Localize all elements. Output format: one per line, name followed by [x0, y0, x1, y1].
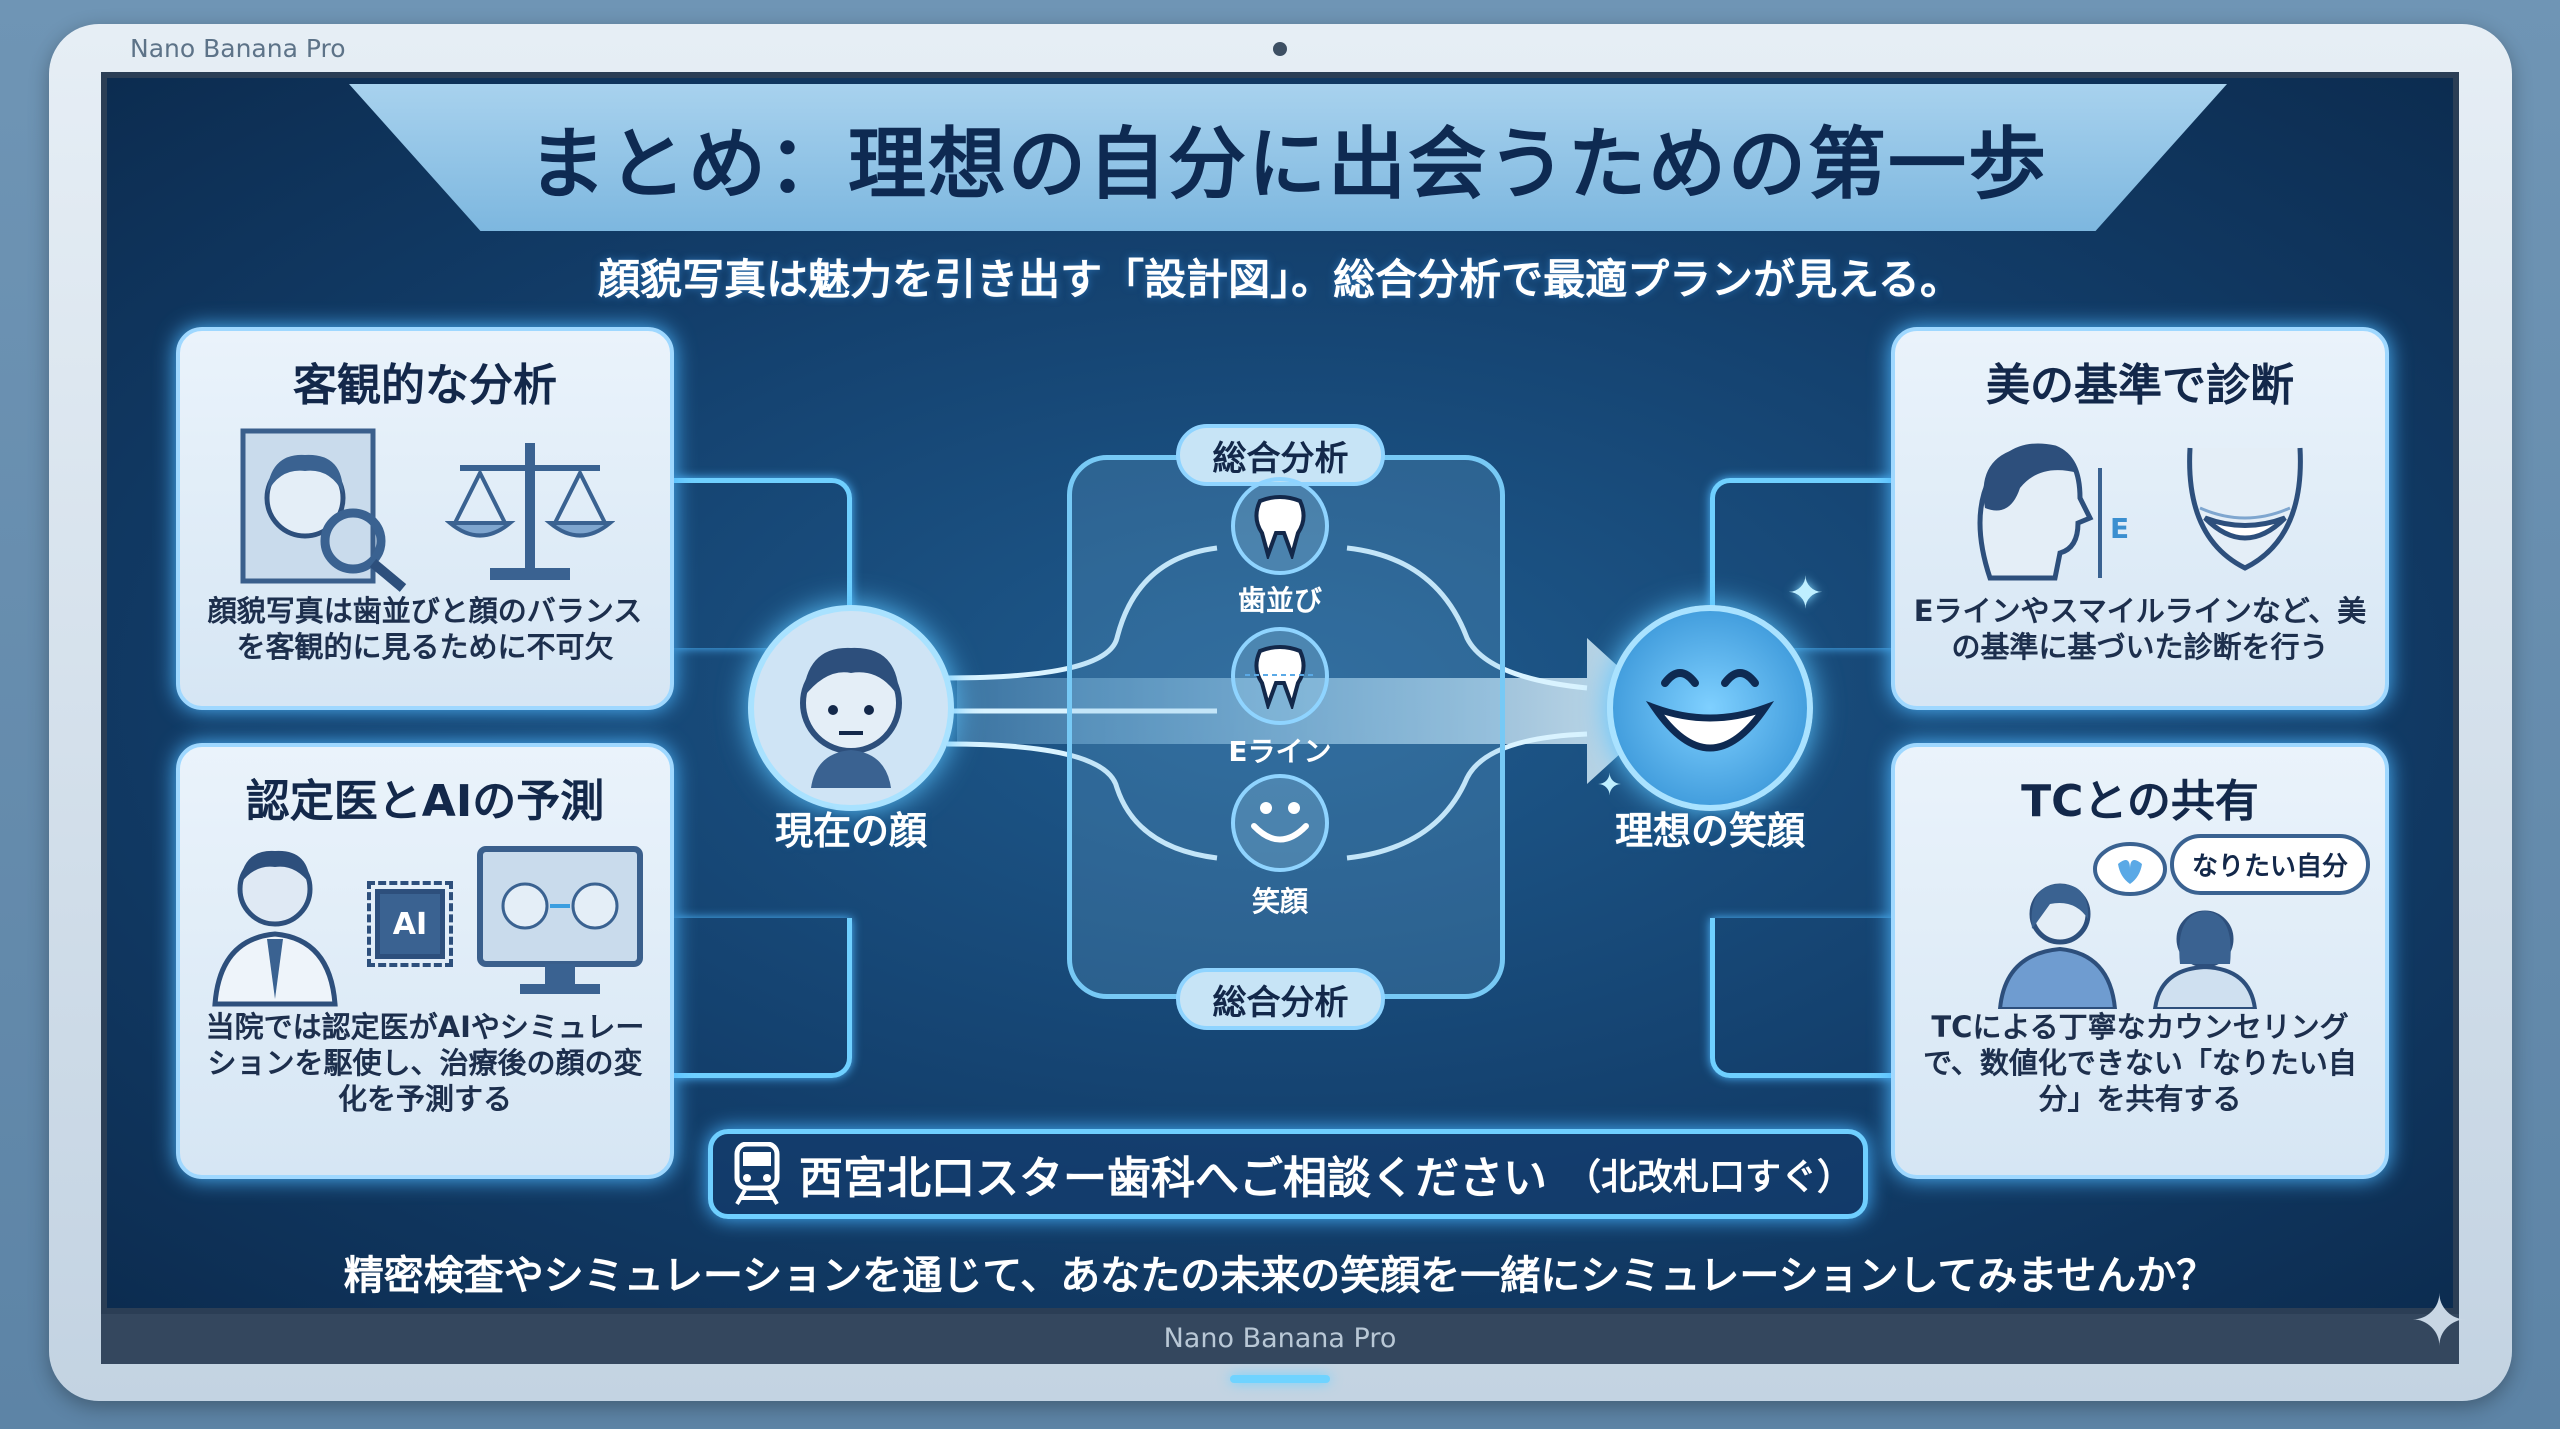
flow-curve-bottom [946, 741, 1218, 861]
card-title: 客観的な分析 [293, 360, 557, 411]
brand-label-top: Nano Banana Pro [130, 34, 346, 63]
connector-line [674, 918, 852, 1078]
tooth-icon [1231, 477, 1329, 575]
card-title: TCとの共有 [2021, 776, 2259, 827]
card-tc-sharing: TCとの共有 なりたい自分 TCによる丁寧なカウンセリングで、数値化できない「な… [1891, 743, 2389, 1179]
card-title: 認定医とAIの予測 [245, 776, 605, 827]
title-banner: まとめ：理想の自分に出会うための第一歩 [349, 84, 2227, 231]
thought-bubble: なりたい自分 [2169, 834, 2370, 895]
cta-banner[interactable]: 西宮北口スター歯科へご相談ください （北改札口すぐ） [708, 1129, 1868, 1219]
factor-label: 笑顔 [1251, 885, 1308, 918]
factor-label: 歯並び [1237, 584, 1322, 617]
screen: まとめ：理想の自分に出会うための第一歩 顔貌写真は魅力を引き出す「設計図」。総合… [101, 72, 2459, 1314]
ideal-smile-label: 理想の笑顔 [1614, 809, 1805, 853]
sparkle-watermark-icon: ✦ [2410, 1280, 2469, 1362]
big-smile-icon [1645, 669, 1775, 752]
camera-dot [1273, 42, 1287, 56]
cta-note: （北改札口すぐ） [1565, 1157, 1854, 1198]
card-title: 美の基準で診断 [1986, 360, 2294, 411]
flow-merge-curves [1346, 545, 1588, 861]
cta-text: 西宮北口スター歯科へご相談ください [799, 1153, 1547, 1204]
smile-line-icon [2187, 447, 2303, 571]
ai-chip-icon: AI [367, 881, 453, 967]
profile-eline-icon: E [1977, 443, 2129, 581]
eline-mark: E [2110, 512, 2129, 545]
card-text: 顔貌写真は歯並びと顔のバランスを客観的に見るために不可欠 [207, 594, 643, 664]
card-objective-analysis: 客観的な分析 顔貌写真は歯並びと顔のバランスを客観的に見るために不可欠 [176, 327, 674, 710]
card-beauty-standard: 美の基準で診断 E Eラインやスマイルラインなど、美の基準に基づいた診断を行う [1891, 327, 2389, 710]
power-led [1230, 1375, 1330, 1383]
train-icon [734, 1142, 780, 1205]
current-face-circle [748, 605, 954, 811]
analysis-label-bottom: 総合分析 [1176, 968, 1385, 1030]
tooth-line-icon [1231, 627, 1329, 725]
current-face-label: 現在の顔 [774, 809, 927, 853]
face-photo-magnifier-icon [240, 428, 407, 592]
subtitle: 顔貌写真は魅力を引き出す「設計図」。総合分析で最適プランが見える。 [598, 255, 1962, 304]
doctor-icon [212, 850, 338, 1007]
neutral-face-icon [800, 647, 902, 788]
brand-label-bottom: Nano Banana Pro [1163, 1323, 1397, 1354]
factor-label: Eライン [1228, 735, 1332, 768]
monitor-chin: Nano Banana Pro [101, 1314, 2459, 1364]
ai-chip-label: AI [392, 906, 428, 942]
thought-bubble-text: なりたい自分 [2191, 852, 2348, 882]
sparkle-icon: ✦ [1787, 568, 1824, 619]
connector-line [1710, 918, 1894, 1078]
card-text: TCによる丁寧なカウンセリングで、数値化できない「なりたい自分」を共有する [1923, 1010, 2357, 1116]
connector-line [1710, 478, 1894, 648]
connector-line [674, 478, 852, 648]
sparkle-icon: ✦ [1597, 768, 1623, 803]
flow-curve-top [946, 545, 1218, 681]
page-title: まとめ：理想の自分に出会うための第一歩 [527, 119, 2048, 210]
smile-icon [1231, 774, 1329, 872]
bottom-message: 精密検査やシミュレーションを通じて、あなたの未来の笑顔を一緒にシミュレーションし… [343, 1253, 2217, 1299]
monitor-simulation-icon [477, 846, 643, 994]
balance-scale-icon [445, 443, 615, 580]
analysis-label-top: 総合分析 [1176, 424, 1385, 486]
card-specialist-ai: 認定医とAIの予測 AI 当院では認定医がAIやシミュレーションを駆使し、治療後… [176, 743, 674, 1179]
counseling-people-icon [1997, 842, 2258, 1009]
card-text: 当院では認定医がAIやシミュレーションを駆使し、治療後の顔の変化を予測する [205, 1010, 645, 1116]
card-text: Eラインやスマイルラインなど、美の基準に基づいた診断を行う [1913, 594, 2367, 664]
ideal-smile-circle [1607, 605, 1813, 811]
